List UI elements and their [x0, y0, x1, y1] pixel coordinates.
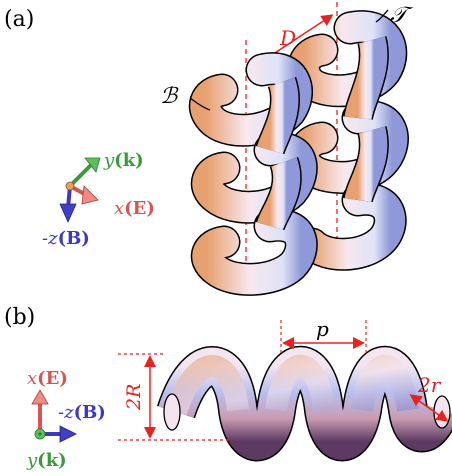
axis-a-y-label: y(k) [103, 150, 144, 171]
axes-triad-a [59, 157, 101, 223]
label-B: ℬ [160, 84, 179, 109]
axis-b-z-label: -z(B) [58, 402, 106, 423]
dim-2R-label: 2R [123, 384, 145, 411]
spacing-label-D: D [279, 26, 296, 50]
panel-a: (a) D 𝒯 [4, 2, 414, 296]
helix-side-view [156, 345, 452, 462]
axes-triad-b [31, 389, 77, 443]
axis-a-x-label: x(E) [114, 198, 155, 219]
label-T: 𝒯 [390, 3, 414, 28]
dim-2r-label: 2r [417, 373, 442, 397]
panel-a-label: (a) [4, 7, 34, 32]
label-B-leader [189, 97, 211, 111]
panel-b-label: (b) [4, 305, 35, 330]
panel-b: (b) 2R p 2r x(E [4, 305, 452, 471]
helix-B [188, 52, 318, 296]
label-T-leader [375, 9, 389, 23]
axis-b-y-label: y(k) [26, 450, 67, 471]
dim-2r-arrow [409, 394, 449, 422]
axis-a-z-label: -z(B) [42, 228, 90, 249]
dim-p-label: p [316, 317, 329, 341]
axis-b-x-label: x(E) [27, 368, 68, 389]
helix-T [287, 10, 409, 271]
